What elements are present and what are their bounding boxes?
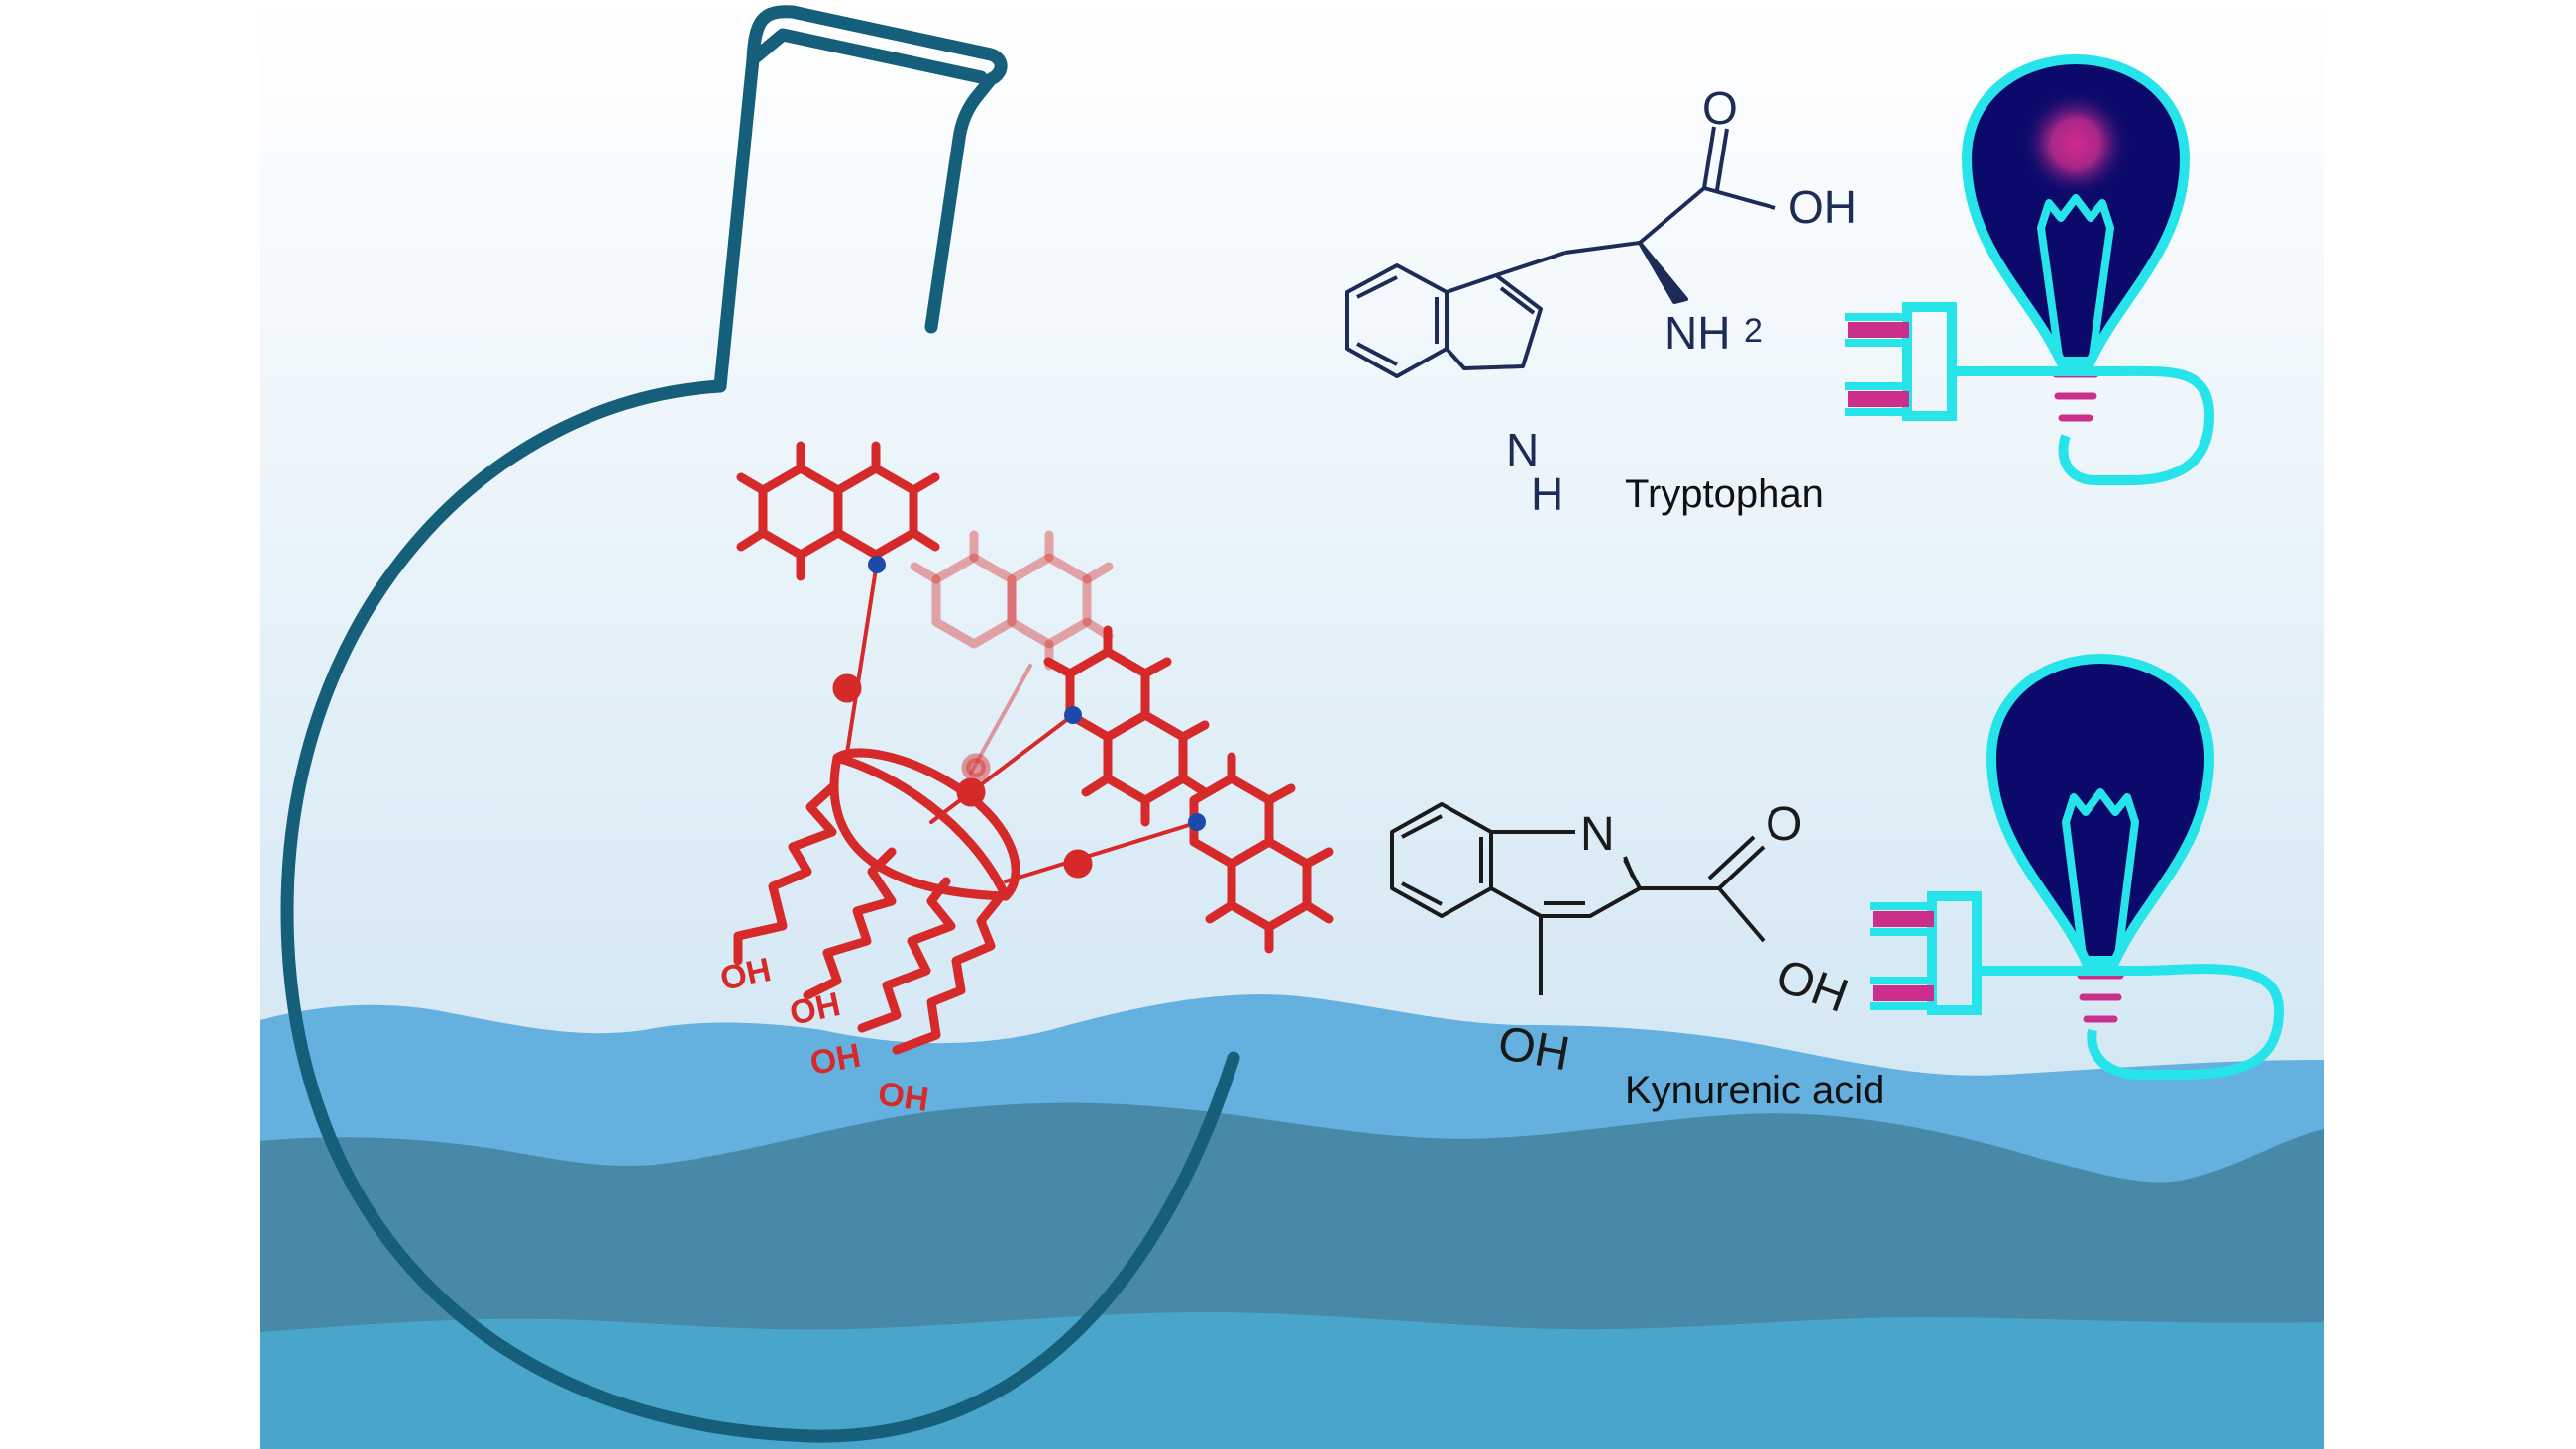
tether-1: [845, 561, 879, 755]
receptor-bead: [832, 673, 862, 703]
water-waves: [260, 994, 2324, 1449]
tether-2: [929, 713, 1075, 824]
receptor-bead: [956, 777, 986, 807]
receptor-bowl-rim: [832, 753, 1011, 901]
tryptophan-structure: [1345, 126, 1776, 378]
receptor-molecule-icon: [733, 441, 1334, 1055]
naphthalene-unit-faded: [910, 530, 1114, 671]
tryptophan-hydroxyl: OH: [1788, 181, 1857, 233]
kynurenic-ring-hydroxyl: OH: [1494, 1017, 1573, 1082]
bulb-glow: [2021, 89, 2130, 198]
receptor-bowl: [829, 748, 1020, 901]
bulb-glass: [1986, 653, 2215, 966]
tryptophan-amine-subscript: 2: [1744, 312, 1763, 350]
alkyl-chain: [857, 877, 956, 1033]
bulb-filament: [2037, 194, 2114, 358]
round-bottom-flask-icon: [280, 5, 1240, 1443]
bulb-glass: [1961, 53, 2191, 366]
kynurenic-ring-n: N: [1580, 808, 1615, 861]
bulb-cord: [1982, 964, 2285, 1080]
kynurenic-acid-name-label: Kynurenic acid: [1625, 1069, 1884, 1112]
light-bulb-on-icon: [1845, 53, 2215, 485]
tether-3: [1004, 820, 1201, 883]
naphthalene-unit: [736, 441, 940, 581]
flask-neck-inner: [746, 28, 988, 84]
tether-4: [969, 664, 1032, 775]
bulb-cord: [1957, 365, 2215, 485]
alkyl-chain: [803, 847, 897, 1000]
kynurenic-acid-structure: [1390, 802, 1766, 995]
flask-body: [280, 379, 1240, 1443]
tryptophan-name-label: Tryptophan: [1625, 472, 1824, 516]
alkyl-chain: [892, 891, 1006, 1055]
tryptophan-amine: NH: [1664, 307, 1730, 359]
plug-icon: [1845, 302, 1957, 421]
receptor-oh-label: OH: [807, 1037, 864, 1083]
alkyl-chain: [733, 782, 837, 966]
receptor-oh-label: OH: [876, 1075, 931, 1119]
light-bulb-off-icon: [1870, 653, 2285, 1080]
receptor-bead: [961, 753, 991, 782]
tryptophan-carbonyl-o: O: [1702, 82, 1738, 134]
tryptophan-ring-h: H: [1531, 468, 1563, 520]
tryptophan-ring-n: N: [1506, 424, 1539, 475]
kynurenic-carbonyl-o: O: [1766, 798, 1802, 851]
naphthalene-unit: [1188, 752, 1334, 954]
plug-icon: [1870, 891, 1982, 1015]
naphthalene-unit: [1043, 625, 1210, 827]
flask-neck-left: [713, 5, 1008, 393]
wave-deep-layer: [260, 1312, 2324, 1449]
bulb-filament: [2062, 788, 2139, 957]
receptor-bead: [1063, 849, 1093, 879]
